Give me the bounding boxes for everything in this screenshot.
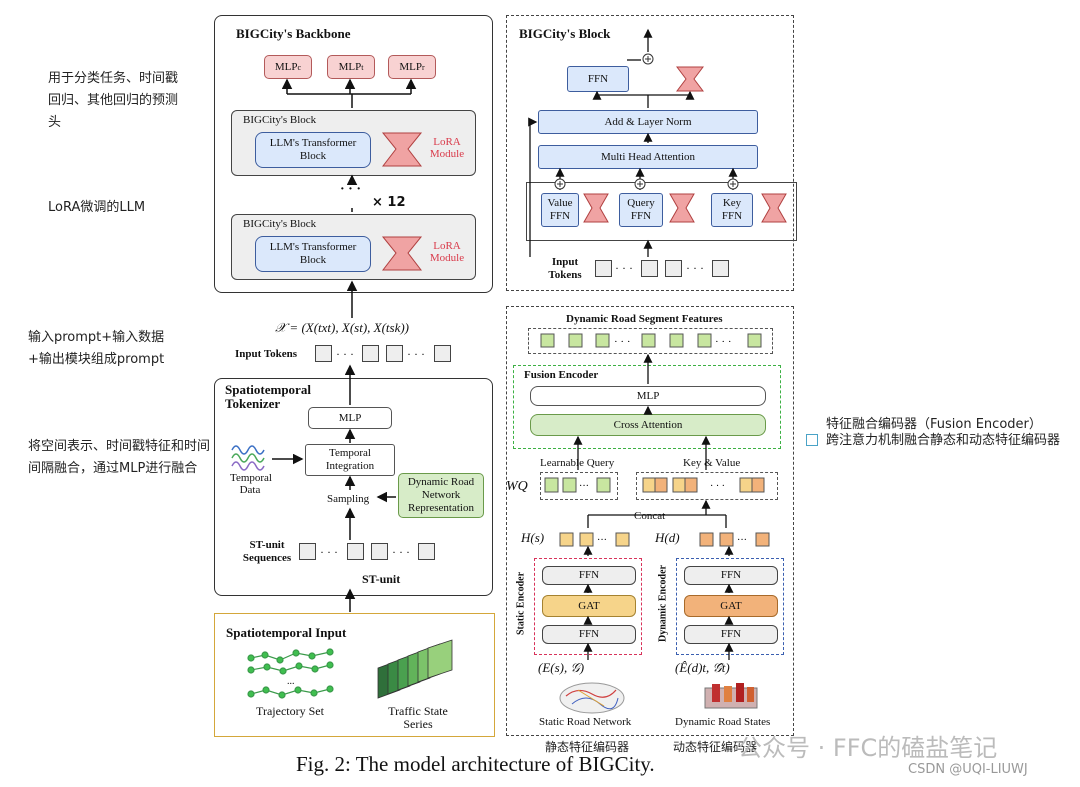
dynamic-encoder-panel bbox=[676, 558, 784, 655]
prompt-formula: 𝒳 = (X(txt), X(st), X(tsk)) bbox=[275, 320, 410, 335]
mha-box: Multi Head Attention bbox=[538, 145, 758, 169]
block-bottom-title: BIGCity's Block bbox=[243, 218, 317, 230]
lora-label-bottom: LoRA Module bbox=[429, 240, 465, 264]
dynamic-encoder-label: Dynamic Encoder bbox=[657, 565, 669, 642]
token-dots: · · · bbox=[336, 347, 354, 361]
key-value-label: Key & Value bbox=[683, 457, 741, 469]
dynamic-ffn-top: FFN bbox=[684, 566, 778, 585]
watermark-main: 公众号 · FFC的磕盐笔记 bbox=[738, 734, 998, 762]
top-ffn-box: FFN bbox=[567, 66, 629, 92]
note-checkbox-icon bbox=[806, 434, 818, 446]
input-panel-title: Spatiotemporal Input bbox=[226, 625, 347, 640]
ellipsis-label: · · · bbox=[340, 182, 362, 197]
static-network-label: Static Road Network bbox=[539, 716, 632, 728]
input-token bbox=[434, 345, 451, 362]
st-unit-seq-label: ST-unit Sequences bbox=[242, 539, 292, 564]
fusion-encoder-title: Fusion Encoder bbox=[524, 369, 599, 381]
st-dots: · · · bbox=[392, 545, 410, 559]
dynamic-repr-box: Dynamic Road Network Representation bbox=[398, 473, 484, 518]
dynamic-ffn-bottom: FFN bbox=[684, 625, 778, 644]
hs-label: H(s) bbox=[521, 530, 545, 545]
dynamic-states-label: Dynamic Road States bbox=[675, 716, 771, 728]
value-ffn-box: Value FFN bbox=[541, 193, 579, 227]
query-container bbox=[540, 472, 618, 500]
temporal-integration-box: Temporal Integration bbox=[305, 444, 395, 476]
dynamic-gat: GAT bbox=[684, 595, 778, 617]
learnable-query-label: Learnable Query bbox=[540, 457, 615, 469]
note-fusion-encoder-1: 特征融合编码器（Fusion Encoder） bbox=[826, 417, 1042, 432]
backbone-title: BIGCity's Backbone bbox=[236, 26, 351, 41]
st-unit-label: ST-unit bbox=[362, 572, 401, 586]
input-panel bbox=[214, 613, 495, 737]
temporal-data-label: Temporal Data bbox=[230, 472, 272, 496]
static-gat: GAT bbox=[542, 595, 636, 617]
concat-label: Concat bbox=[634, 510, 666, 522]
fusion-encoder-panel bbox=[513, 365, 781, 449]
figure-caption: Fig. 2: The model architecture of BIGCit… bbox=[296, 752, 655, 776]
token-dots: · · · bbox=[407, 347, 425, 361]
hd-label: H(d) bbox=[655, 530, 680, 545]
features-container bbox=[528, 328, 773, 354]
block-token-dots: · · · bbox=[615, 261, 633, 275]
st-dots: · · · bbox=[320, 545, 338, 559]
road-panel bbox=[506, 306, 794, 736]
trajectory-dots: ... bbox=[287, 676, 295, 687]
traffic-label: Traffic State Series bbox=[388, 704, 448, 731]
st-token bbox=[299, 543, 316, 560]
input-token bbox=[386, 345, 403, 362]
block-input-token bbox=[665, 260, 682, 277]
static-ffn-top: FFN bbox=[542, 566, 636, 585]
repeat-label: × 12 bbox=[372, 195, 406, 210]
sampling-label: Sampling bbox=[327, 493, 370, 505]
input-tokens-label: Input Tokens bbox=[235, 348, 298, 360]
trajectory-label: Trajectory Set bbox=[256, 704, 324, 718]
note-prompt: 输入prompt+输入数据+输出模块组成prompt bbox=[28, 330, 165, 367]
static-encoder-label: Static Encoder bbox=[515, 571, 527, 636]
road-features-title: Dynamic Road Segment Features bbox=[566, 313, 723, 325]
dynamic-encoder-cn: 动态特征编码器 bbox=[673, 740, 758, 754]
dynamic-input-label: (Ê(d)t, 𝒢̂t) bbox=[675, 660, 730, 675]
note-fusion-encoder-2: 跨注意力机制融合静态和动态特征编码器 bbox=[826, 433, 1061, 448]
block-detail-title: BIGCity's Block bbox=[519, 26, 611, 41]
llm-block-bottom: LLM's Transformer Block bbox=[255, 236, 371, 272]
llm-block-top: LLM's Transformer Block bbox=[255, 132, 371, 168]
note-fusion: 将空间表示、时间戳特征和时间间隔融合，通过MLP进行融合 bbox=[28, 439, 211, 476]
vqk-container bbox=[526, 182, 797, 241]
note-mlp-heads: 用于分类任务、时间戳回归、其他回归的预测头 bbox=[48, 71, 179, 130]
note-lora-llm: LoRA微调的LLM bbox=[48, 200, 146, 215]
key-ffn-box: Key FFN bbox=[711, 193, 753, 227]
block-input-token bbox=[641, 260, 658, 277]
kv-container bbox=[636, 472, 778, 500]
cross-attention-box: Cross Attention bbox=[530, 414, 766, 436]
fusion-mlp-box: MLP bbox=[530, 386, 766, 406]
query-ffn-box: Query FFN bbox=[619, 193, 663, 227]
static-encoder-cn: 静态特征编码器 bbox=[545, 740, 630, 754]
watermark-csdn: CSDN @UQI-LIUWJ bbox=[908, 762, 1028, 777]
block-input-token bbox=[712, 260, 729, 277]
add-norm-box: Add & Layer Norm bbox=[538, 110, 758, 134]
input-token bbox=[362, 345, 379, 362]
block-input-tokens-label: Input Tokens bbox=[548, 256, 582, 281]
tokenizer-mlp: MLP bbox=[308, 407, 392, 429]
st-token bbox=[371, 543, 388, 560]
wq-label: WQ bbox=[506, 479, 528, 494]
st-token bbox=[347, 543, 364, 560]
input-token bbox=[315, 345, 332, 362]
lora-label-top: LoRA Module bbox=[429, 136, 465, 160]
tokenizer-title: Spatiotemporal Tokenizer bbox=[225, 382, 311, 411]
block-input-token bbox=[595, 260, 612, 277]
st-token bbox=[418, 543, 435, 560]
block-top-title: BIGCity's Block bbox=[243, 114, 317, 126]
static-ffn-bottom: FFN bbox=[542, 625, 636, 644]
static-input-label: (E(s), 𝒢) bbox=[538, 660, 585, 675]
block-token-dots: · · · bbox=[686, 261, 704, 275]
